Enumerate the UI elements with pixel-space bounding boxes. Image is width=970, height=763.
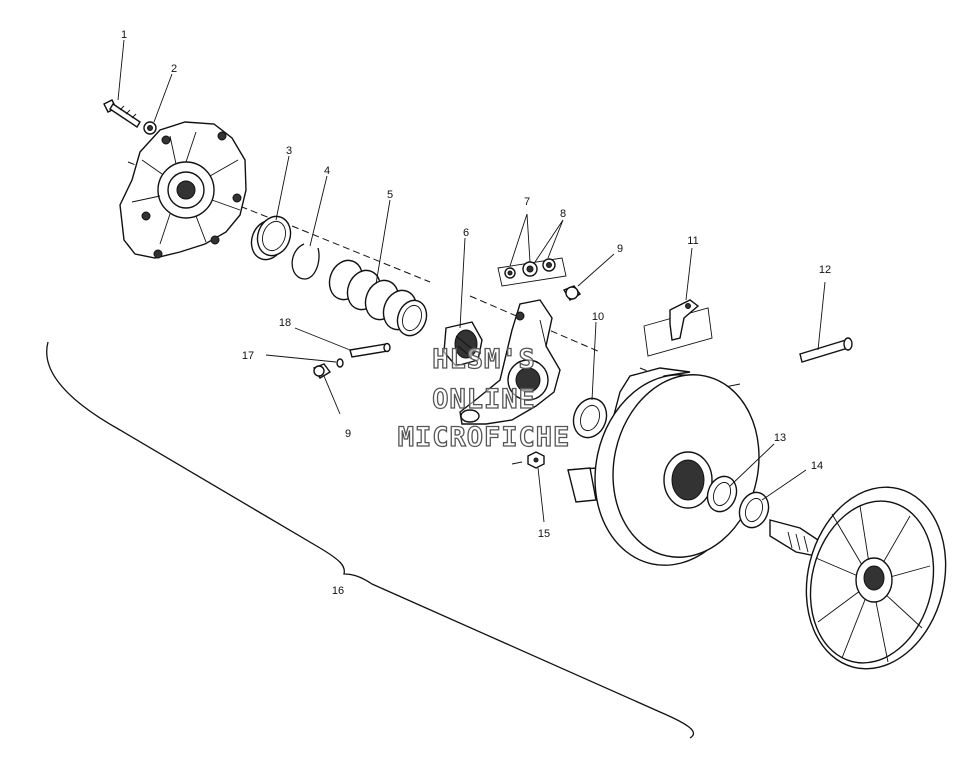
callout-8: 8 xyxy=(560,208,566,220)
callout-9-right: 9 xyxy=(617,243,623,255)
fixed-sheave xyxy=(769,486,947,670)
part-4-snap-ring xyxy=(291,243,320,280)
callout-17: 17 xyxy=(242,350,254,362)
assembly-16-brace xyxy=(46,341,695,739)
part-3-bushing xyxy=(250,215,292,261)
part-1-bolt xyxy=(103,99,141,128)
callout-14: 14 xyxy=(811,460,823,472)
parts-7-8-washers xyxy=(497,257,567,287)
callout-12: 12 xyxy=(819,264,831,276)
spider-arm xyxy=(459,299,561,425)
moveable-sheave xyxy=(567,367,760,566)
part-9-roller-left xyxy=(312,363,332,379)
watermark-line-3: MICROFICHE xyxy=(398,422,571,453)
callout-2: 2 xyxy=(171,63,177,75)
part-5-spring xyxy=(328,259,428,337)
callout-3: 3 xyxy=(286,145,292,157)
part-15-nut xyxy=(511,451,545,469)
callout-18: 18 xyxy=(279,317,291,329)
callout-1: 1 xyxy=(121,29,127,41)
callout-6: 6 xyxy=(463,227,469,239)
watermark: HLSM'S ONLINE MICROFICHE xyxy=(397,343,571,453)
callout-11: 11 xyxy=(687,235,698,247)
leader-lines xyxy=(117,39,826,523)
callout-15: 15 xyxy=(538,528,550,540)
watermark-line-1: HLSM'S xyxy=(432,344,536,375)
part-14-ring xyxy=(738,491,770,529)
part-2-washer xyxy=(143,121,157,135)
callout-4: 4 xyxy=(324,165,330,177)
part-9-roller-right xyxy=(562,285,582,301)
callout-10: 10 xyxy=(592,311,604,323)
callout-13: 13 xyxy=(774,432,786,444)
watermark-line-2: ONLINE xyxy=(432,384,536,415)
callout-7: 7 xyxy=(524,196,530,208)
cover-plate xyxy=(119,121,247,259)
part-6-spring-seat xyxy=(443,321,483,367)
part-17-ring xyxy=(336,358,344,368)
callout-labels: 1 2 3 4 5 6 7 8 9 10 11 12 13 14 15 16 1… xyxy=(121,29,831,597)
callout-16: 16 xyxy=(332,585,344,597)
part-13-ring xyxy=(706,475,738,513)
part-10-washer xyxy=(572,397,608,439)
part-11-clip xyxy=(643,299,713,357)
callout-5: 5 xyxy=(387,189,393,201)
part-18-pin xyxy=(349,342,391,358)
part-12-pin xyxy=(799,337,853,363)
callout-9-left: 9 xyxy=(345,428,351,440)
